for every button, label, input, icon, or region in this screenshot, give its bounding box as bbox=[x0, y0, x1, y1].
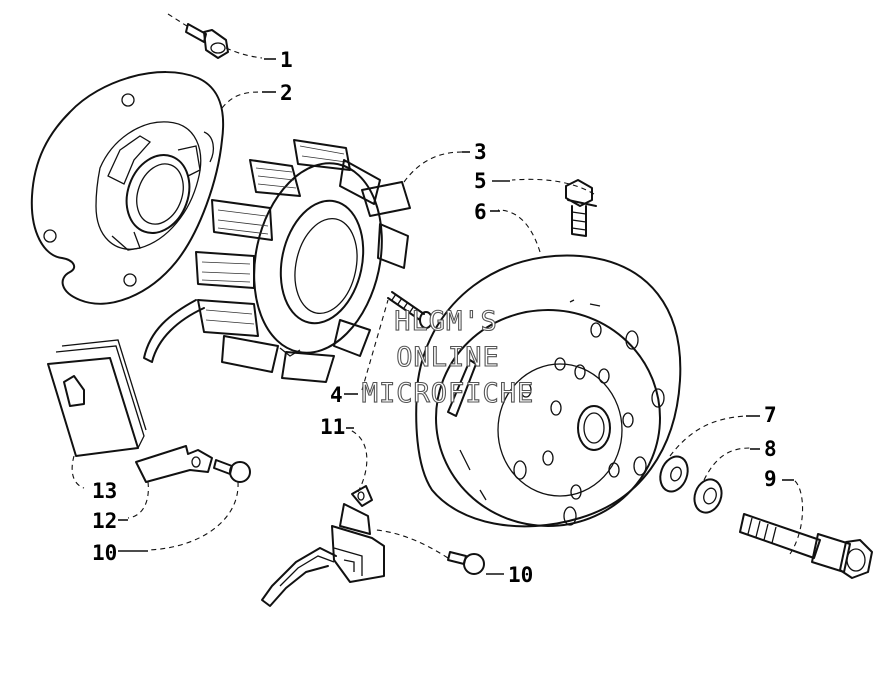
part-3-stator bbox=[143, 139, 411, 383]
callout-4: 4 bbox=[330, 383, 343, 407]
callout-8: 8 bbox=[764, 437, 777, 461]
callout-2: 2 bbox=[280, 81, 293, 105]
part-6-flywheel bbox=[415, 254, 682, 528]
part-13-plate bbox=[47, 339, 147, 457]
part-1-bolt bbox=[167, 13, 229, 59]
callout-3: 3 bbox=[474, 140, 487, 164]
callout-9: 9 bbox=[764, 467, 777, 491]
callout-13: 13 bbox=[92, 479, 117, 503]
part-12-bracket bbox=[135, 445, 213, 483]
part-10-screw-right bbox=[447, 551, 485, 575]
callout-12: 12 bbox=[92, 509, 117, 533]
watermark: HLGM'S ONLINE MICROFICHE bbox=[361, 305, 535, 409]
part-10-screw-left bbox=[213, 459, 251, 483]
leader-lines bbox=[71, 47, 804, 559]
part-11-pickup bbox=[261, 485, 385, 607]
part-4-screw bbox=[361, 291, 433, 391]
callout-11: 11 bbox=[320, 415, 345, 439]
callout-10-left: 10 bbox=[92, 541, 117, 565]
part-9-bolt bbox=[739, 513, 873, 579]
part-8-lockwasher bbox=[693, 478, 723, 514]
part-2-cover bbox=[30, 71, 225, 305]
watermark-line-1: HLGM'S bbox=[394, 306, 498, 337]
callout-5: 5 bbox=[474, 169, 487, 193]
callouts: 1 2 3 5 6 4 11 7 8 9 13 12 10 10 bbox=[92, 48, 794, 587]
part-7-washer bbox=[659, 455, 689, 493]
callout-1: 1 bbox=[280, 48, 293, 72]
watermark-line-2: ONLINE bbox=[396, 342, 500, 373]
part-5-bolt bbox=[565, 179, 597, 237]
callout-10-right: 10 bbox=[508, 563, 533, 587]
watermark-line-3: MICROFICHE bbox=[362, 378, 535, 409]
callout-6: 6 bbox=[474, 200, 487, 224]
callout-7: 7 bbox=[764, 403, 777, 427]
